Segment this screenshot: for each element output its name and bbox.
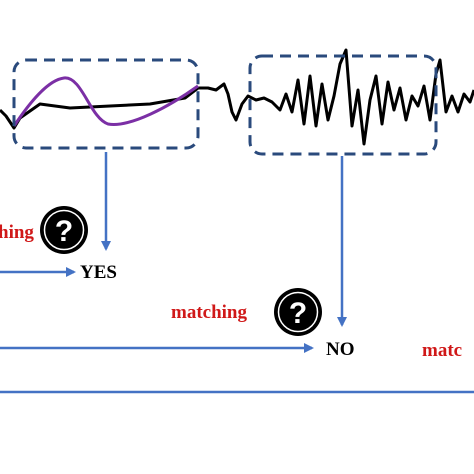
dashed-box-right [248, 54, 438, 156]
dashed-box-left [12, 58, 200, 150]
question-icon-left: ? [40, 206, 88, 254]
matching-label-right: matc [422, 340, 462, 361]
template-curve [12, 76, 199, 127]
signal-waveform [0, 48, 474, 146]
matching-label-left: hing [0, 222, 34, 243]
result-no: NO [326, 339, 355, 360]
svg-text:?: ? [55, 215, 73, 248]
svg-text:?: ? [289, 297, 307, 330]
question-icon-center: ? [274, 288, 322, 336]
matching-label-center: matching [171, 302, 248, 323]
result-yes: YES [80, 262, 117, 283]
